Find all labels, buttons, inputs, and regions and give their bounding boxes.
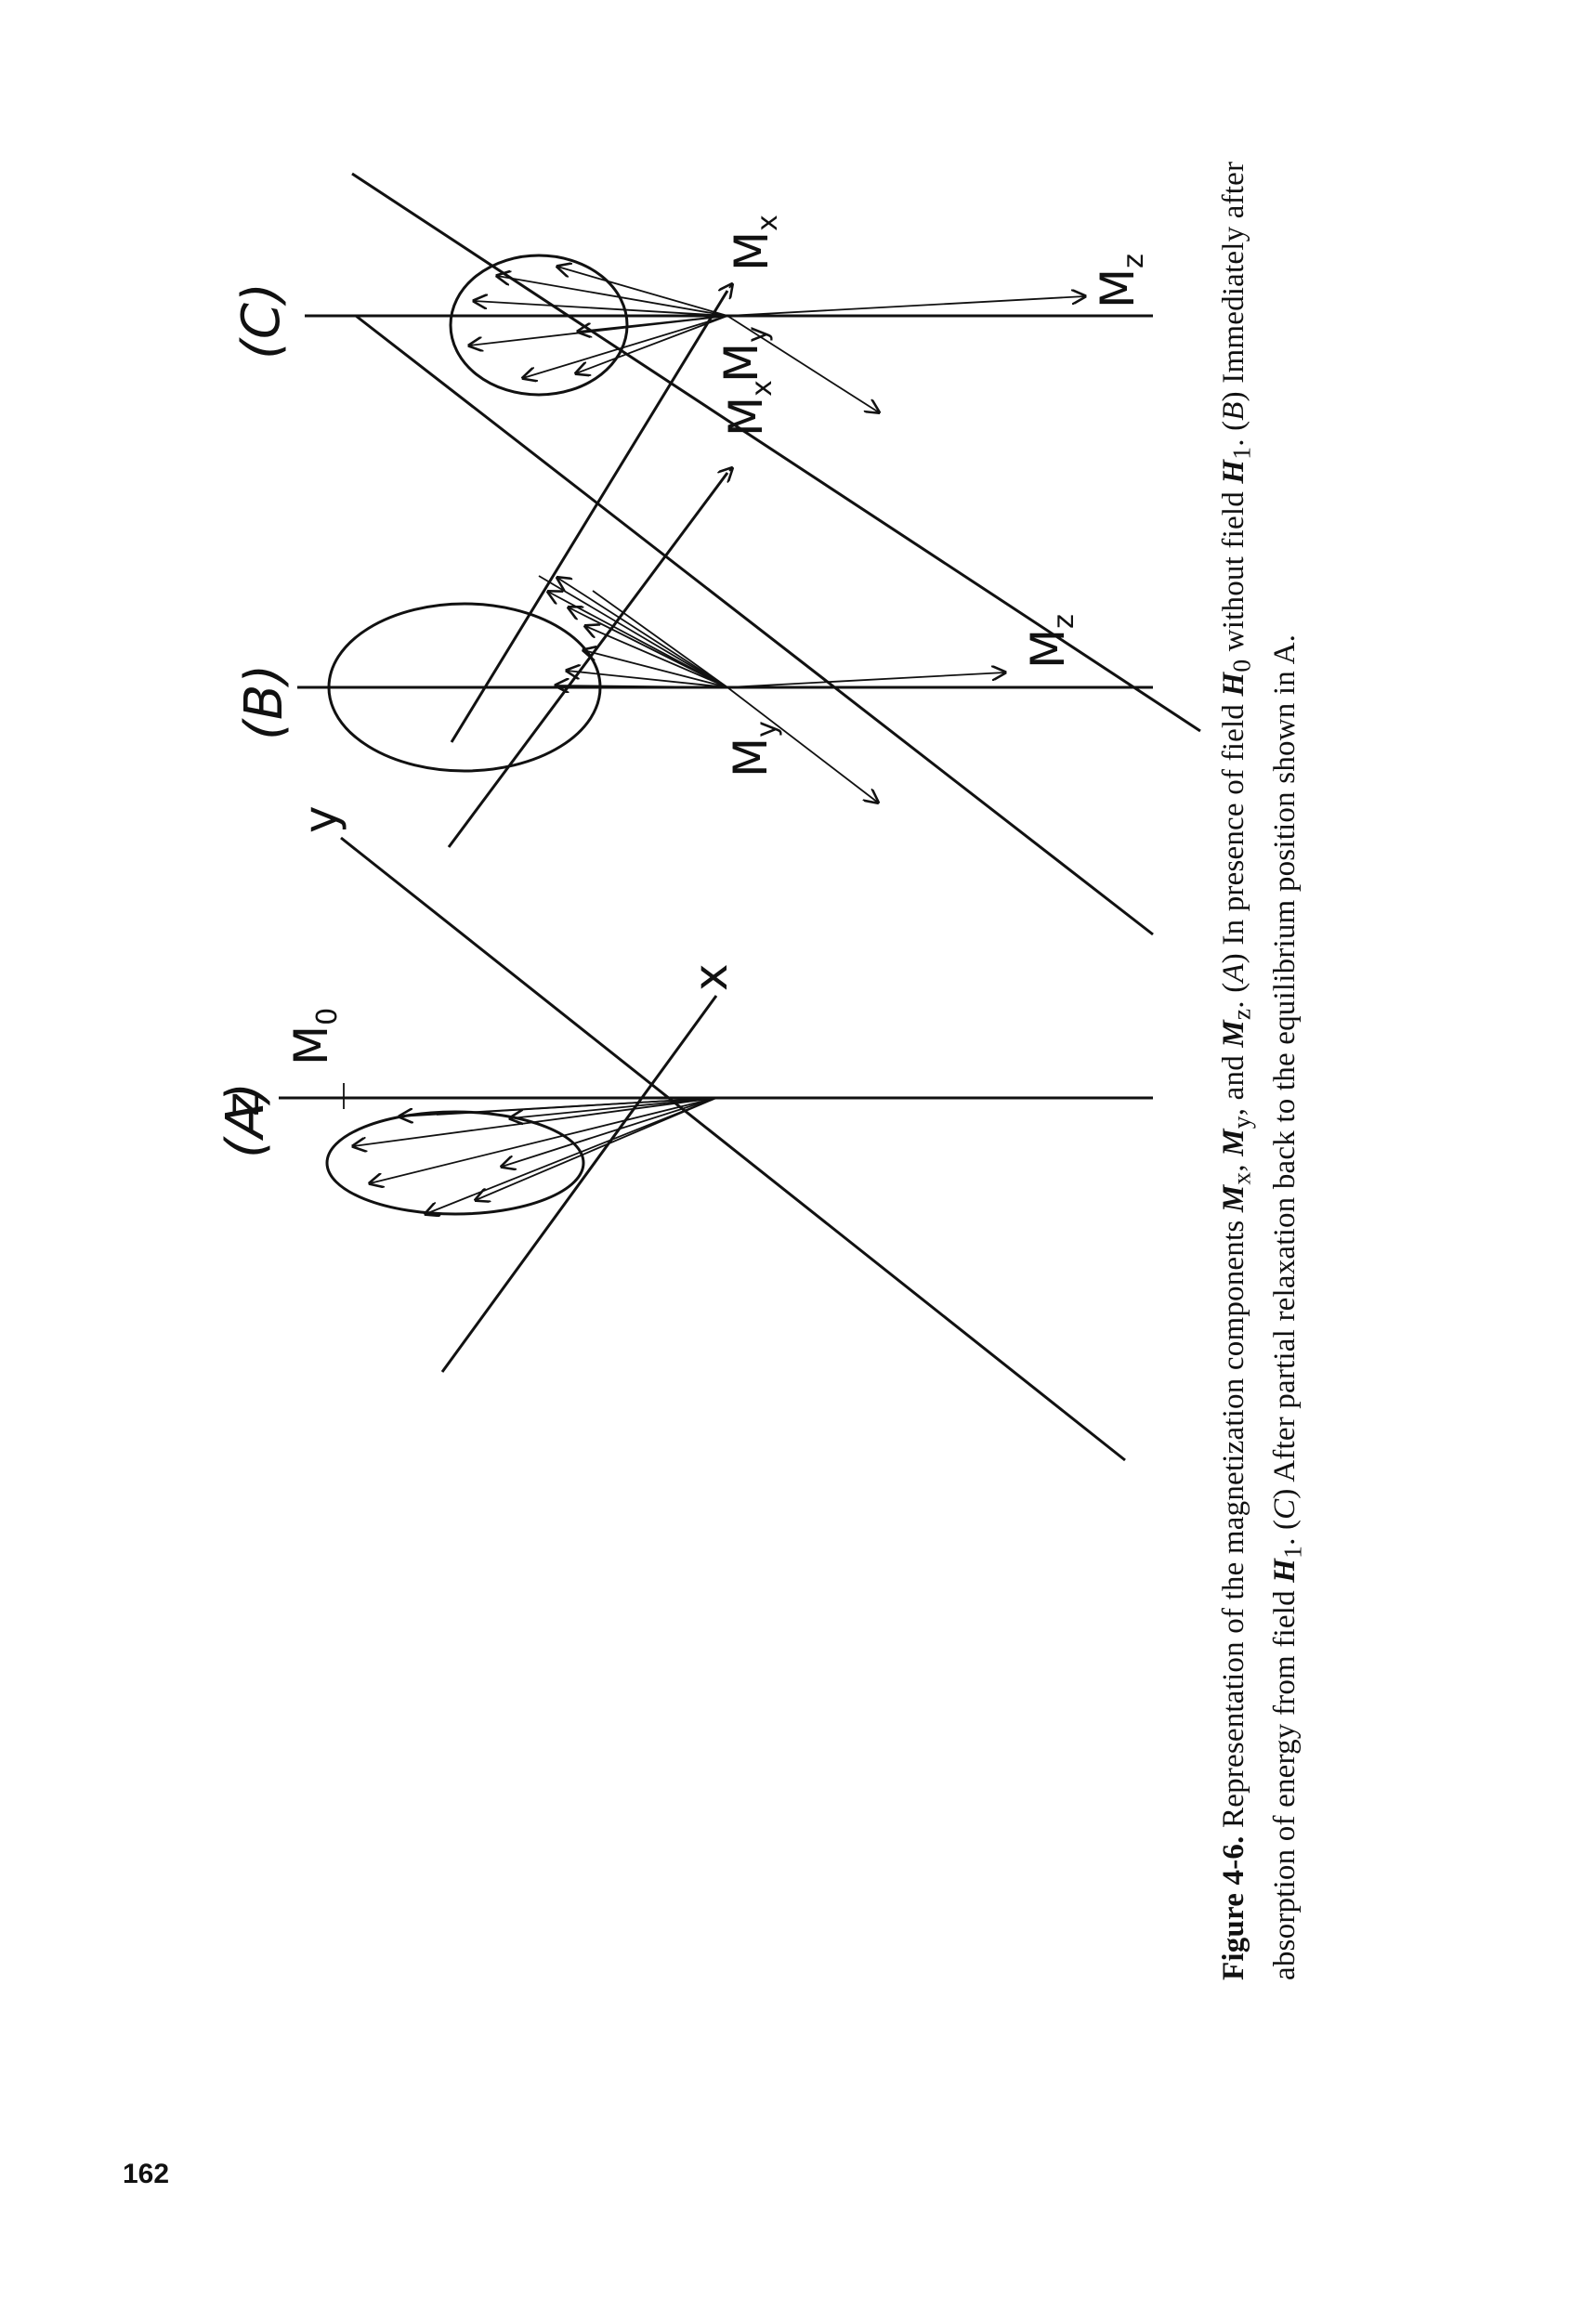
panel-c-vector: [576, 315, 728, 373]
panel-b-vector: [538, 575, 728, 688]
caption-text: ) In presence of field: [1217, 703, 1250, 964]
panel-c-x-axis: [450, 290, 729, 743]
panel-b-vector: [567, 671, 728, 688]
caption-symbol: H: [1217, 459, 1250, 484]
panel-a-m0-label: M0: [284, 1008, 344, 1065]
figure-label: Figure 4-6.: [1217, 1835, 1250, 1980]
panel-c-mz-label: Mz: [1091, 254, 1150, 308]
panel-a-x-label: x: [684, 963, 738, 991]
caption-text: . (: [1217, 982, 1250, 1009]
panel-a-y-label: y: [294, 805, 347, 833]
caption-text: ) After partial relaxation back to the e…: [1267, 633, 1302, 1499]
caption-panel-ref: A: [1217, 963, 1250, 983]
panel-c: Mz Mx My (C): [231, 172, 1201, 743]
panel-b-vector: [548, 592, 728, 688]
caption-symbol: H: [1217, 672, 1250, 697]
panel-b-mx-arrow: [729, 468, 732, 471]
caption-subscript: y: [1226, 1116, 1256, 1129]
panel-c-mz-arrow: [727, 296, 1085, 317]
panel-b-vector: [557, 578, 728, 688]
panel-b-mz-arrow: [727, 672, 1005, 688]
panel-a-z-label: z: [216, 1092, 269, 1116]
caption-subscript: 1: [1226, 446, 1256, 460]
figure-caption: Figure 4-6. Representation of the magnet…: [1212, 160, 1314, 1980]
caption-symbol: M: [1217, 1184, 1250, 1213]
panel-c-vector: [474, 301, 728, 317]
panel-b-mx-label: Mx: [719, 380, 779, 437]
caption-symbol: H: [1267, 1558, 1302, 1583]
panel-a-vector: [370, 1097, 717, 1183]
panel-b-y-axis: [355, 314, 1154, 936]
panel-c-my-arrow: [727, 315, 879, 412]
panel-b: Mz Mx My (B): [234, 314, 1154, 936]
caption-panel-ref: C: [1267, 1498, 1302, 1520]
panel-b-vector: [585, 626, 728, 688]
panel-b-precession-cone: [327, 602, 602, 773]
caption-text: ,: [1217, 1164, 1250, 1172]
caption-panel-ref: B: [1217, 401, 1250, 421]
caption-subscript: z: [1226, 1008, 1256, 1021]
panel-c-mx-arrow: [729, 284, 732, 288]
panel-c-vector: [523, 315, 728, 378]
panel-a-vector: [476, 1097, 717, 1200]
caption-text: . (: [1217, 420, 1250, 447]
caption-text: without field: [1217, 491, 1250, 652]
panel-c-vector: [557, 267, 728, 317]
caption-text: Representation of the magnetization comp…: [1217, 1220, 1250, 1828]
caption-symbol: M: [1217, 1020, 1250, 1048]
caption-subscript: 1: [1277, 1545, 1307, 1559]
panel-a-vector: [353, 1097, 717, 1146]
panel-b-my-arrow: [727, 686, 878, 803]
panel-a: z y x M0 (A): [216, 805, 1153, 1462]
panel-a-x-axis: [440, 995, 718, 1373]
panel-c-my-label: My: [714, 326, 774, 383]
panel-b-label: (B): [234, 664, 295, 740]
panel-c-vector: [497, 276, 728, 317]
panel-a-y-axis: [340, 836, 1126, 1462]
panel-b-vector: [583, 650, 728, 688]
caption-subscript: x: [1226, 1171, 1256, 1185]
caption-text: . (: [1267, 1519, 1302, 1546]
caption-subscript: 0: [1226, 659, 1256, 672]
page-number: 162: [123, 2159, 170, 2189]
panel-a-vector: [425, 1097, 717, 1214]
panel-b-vector: [592, 590, 728, 688]
panel-a-vector: [510, 1097, 717, 1118]
panel-c-vector: [469, 315, 728, 346]
panel-b-vector: [556, 685, 728, 687]
panel-c-mx-label: Mx: [725, 215, 784, 271]
panel-a-vector: [436, 1097, 717, 1116]
caption-symbol: M: [1217, 1129, 1250, 1156]
panel-a-label: (A): [216, 1082, 276, 1158]
panel-b-my-label: My: [724, 721, 783, 777]
panel-c-precession-cone: [449, 254, 629, 397]
panel-b-mz-label: Mz: [1021, 614, 1080, 669]
panel-a-precession-cone: [325, 1110, 585, 1216]
panel-c-label: (C): [231, 282, 292, 359]
panel-a-vector: [502, 1097, 717, 1167]
caption-text: and: [1217, 1055, 1250, 1101]
caption-text: ,: [1217, 1107, 1250, 1116]
